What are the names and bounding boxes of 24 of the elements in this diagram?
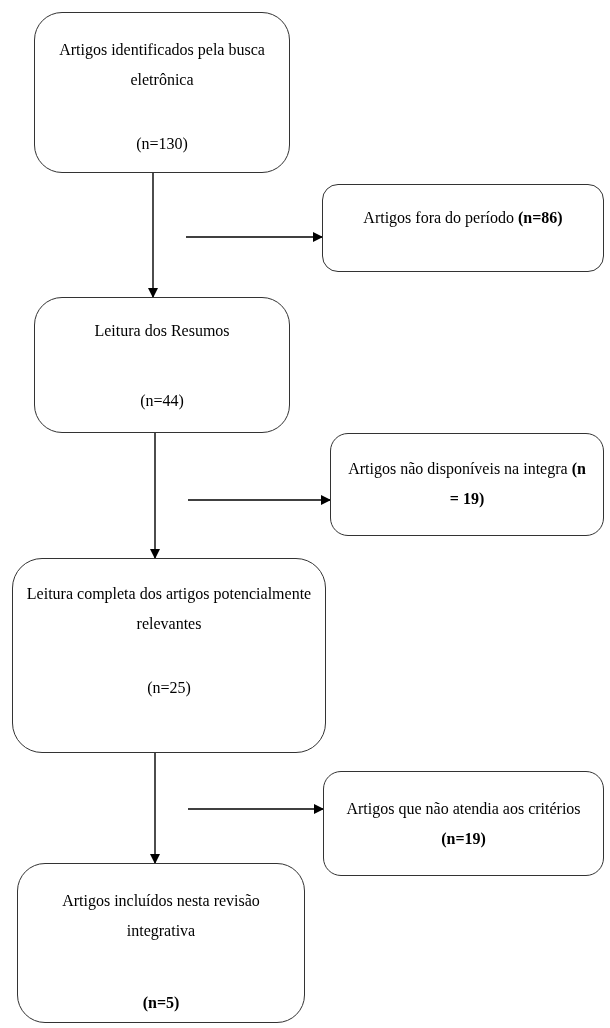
box-text: (n=5) [142,993,180,1014]
arrow [187,495,331,505]
arrow [187,804,324,814]
box-text: Artigos não disponíveis na integra (n = 19) [347,459,587,510]
arrow [148,172,158,298]
box-text: (n=25) [147,678,191,699]
box-text: Artigos fora do período (n=86) [363,208,563,229]
arrow [185,232,323,242]
process-box [34,297,290,433]
process-box [17,863,305,1023]
arrow [150,432,160,559]
box-text: Artigos que não atendia aos critérios (n=19) [345,799,582,850]
process-box [323,771,604,876]
process-box [12,558,326,753]
arrow [150,752,160,864]
process-box [322,184,604,272]
box-text: Artigos identificados pela busca eletrônica [58,40,266,90]
box-text: (n=44) [140,391,184,412]
box-text: Leitura completa dos artigos potencialmente relevantes [25,584,313,634]
box-text: Leitura dos Resumos [94,321,230,341]
box-text: Artigos incluídos nesta revisão integrativa [61,891,261,942]
process-box [34,12,290,173]
box-text: (n=130) [136,134,188,155]
process-box [330,433,604,536]
